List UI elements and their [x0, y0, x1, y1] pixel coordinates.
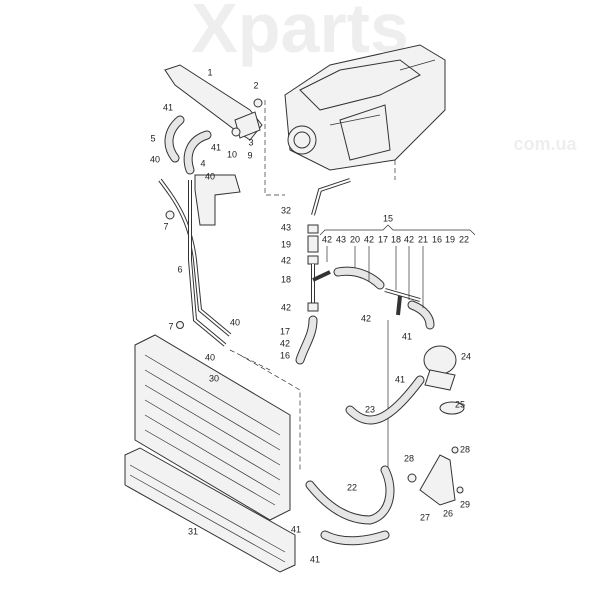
label-30[interactable]: 30 [209, 373, 219, 383]
label-22[interactable]: 22 [347, 482, 357, 492]
label-40[interactable]: 40 [205, 171, 215, 181]
label-41[interactable]: 41 [395, 374, 405, 384]
label-23[interactable]: 23 [365, 404, 375, 414]
label-42[interactable]: 42 [281, 255, 291, 265]
label-41[interactable]: 41 [211, 142, 221, 152]
supercharger-assembly [284, 44, 446, 171]
label-42[interactable]: 42 [322, 234, 332, 244]
label-18[interactable]: 18 [281, 274, 291, 284]
coolant-pump [423, 345, 457, 391]
label-17[interactable]: 17 [280, 326, 290, 336]
leader-dashed [264, 100, 396, 196]
label-41[interactable]: 41 [310, 554, 320, 564]
label-21[interactable]: 21 [418, 234, 428, 244]
label-16[interactable]: 16 [432, 234, 442, 244]
label-41[interactable]: 41 [163, 102, 173, 112]
kit-15-row: 42 43 20 42 17 18 42 21 16 19 22 [322, 234, 469, 244]
label-32[interactable]: 32 [281, 205, 291, 215]
label-42[interactable]: 42 [404, 234, 414, 244]
label-7[interactable]: 7 [168, 321, 173, 331]
label-42[interactable]: 42 [280, 338, 290, 348]
label-10[interactable]: 10 [227, 149, 237, 159]
label-42[interactable]: 42 [364, 234, 374, 244]
label-29[interactable]: 29 [460, 499, 470, 509]
label-40[interactable]: 40 [150, 154, 160, 164]
label-42[interactable]: 42 [281, 302, 291, 312]
label-9[interactable]: 9 [247, 150, 252, 160]
label-3[interactable]: 3 [248, 137, 253, 147]
label-26[interactable]: 26 [443, 508, 453, 518]
label-40[interactable]: 40 [205, 352, 215, 362]
label-41[interactable]: 41 [291, 524, 301, 534]
auxiliary-cooler [124, 447, 296, 573]
label-31[interactable]: 31 [188, 526, 198, 536]
label-18[interactable]: 18 [391, 234, 401, 244]
label-40[interactable]: 40 [230, 317, 240, 327]
radiator [134, 334, 291, 521]
label-7[interactable]: 7 [163, 221, 168, 231]
label-24[interactable]: 24 [461, 351, 471, 361]
part-labels: 1 2 3 4 5 6 7 7 9 10 15 16 17 18 19 22 2… [150, 67, 471, 564]
label-42[interactable]: 42 [361, 313, 371, 323]
label-6[interactable]: 6 [177, 264, 182, 274]
label-15[interactable]: 15 [383, 213, 393, 223]
label-43[interactable]: 43 [281, 222, 291, 232]
label-19[interactable]: 19 [445, 234, 455, 244]
label-20[interactable]: 20 [350, 234, 360, 244]
label-4[interactable]: 4 [200, 158, 205, 168]
seal-ring [439, 401, 465, 415]
watermark-domain: com.ua [513, 134, 577, 154]
label-41[interactable]: 41 [402, 331, 412, 341]
label-16[interactable]: 16 [280, 350, 290, 360]
label-22[interactable]: 22 [459, 234, 469, 244]
label-19[interactable]: 19 [281, 239, 291, 249]
label-28[interactable]: 28 [460, 444, 470, 454]
label-17[interactable]: 17 [378, 234, 388, 244]
label-43[interactable]: 43 [336, 234, 346, 244]
label-25[interactable]: 25 [455, 399, 465, 409]
label-1[interactable]: 1 [207, 67, 212, 77]
coolant-pipe-1 [164, 64, 263, 141]
label-2[interactable]: 2 [253, 80, 258, 90]
label-27[interactable]: 27 [420, 512, 430, 522]
label-28[interactable]: 28 [404, 453, 414, 463]
label-5[interactable]: 5 [150, 133, 155, 143]
